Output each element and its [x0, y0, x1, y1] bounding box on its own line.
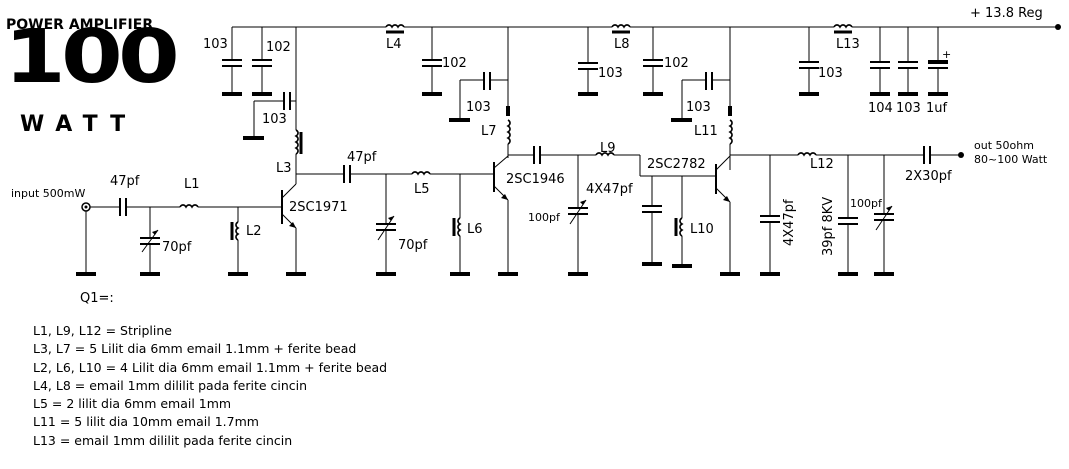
note-line: L13 = email 1mm dililit pada ferite cinc… [33, 432, 293, 448]
label-l7: L7 [481, 124, 497, 139]
bypass-cap-103-f [799, 27, 819, 96]
interstage-2 [508, 146, 716, 276]
label-t3: 2SC2782 [647, 157, 706, 172]
note-line: L2, L6, L10 = 4 Lilit dia 6mm email 1.1m… [33, 359, 388, 375]
label-l1: L1 [184, 177, 200, 192]
note-line: L5 = 2 lilit dia 6mm email 1mm [33, 396, 232, 412]
label-c-trim-2: 70pf [398, 238, 428, 253]
inductor-l1 [179, 204, 282, 209]
label-c-2x30: 2X30pf [905, 169, 952, 184]
label-l13: L13 [836, 37, 860, 52]
input-trimmer-cap [140, 207, 160, 276]
diagram-title: POWER AMPLIFIER [6, 17, 154, 33]
bypass-cap-103-d [578, 27, 598, 96]
label-c-coupling-2: 47pf [347, 150, 377, 165]
label-c-1uf: 1uf [926, 101, 948, 116]
coil-notes: L1, L9, L12 = Stripline L3, L7 = 5 Lilit… [33, 322, 387, 450]
output-label-1: out 50ohm [974, 139, 1034, 152]
label-c-102-a: 102 [266, 40, 291, 55]
interstage-1 [296, 165, 494, 276]
bypass-cap-102-b [422, 27, 442, 96]
label-c-4x47-a: 4X47pf [586, 182, 633, 197]
transistor-2sc1971 [281, 172, 306, 276]
note-line: L3, L7 = 5 Lilit dia 6mm email 1.1mm + f… [33, 341, 357, 357]
filter-cap-electrolytic: + [928, 27, 951, 96]
bypass-cap-102-a [252, 27, 272, 96]
label-l4: L4 [386, 37, 402, 52]
label-c-in-trim: 70pf [162, 240, 192, 255]
stage1-collector-feed [243, 27, 303, 172]
filter-cap-104 [870, 27, 890, 96]
transistor-2sc2782 [715, 155, 740, 276]
label-t1: 2SC1971 [289, 200, 348, 215]
label-l3: L3 [276, 161, 292, 176]
choke-l4 [385, 24, 405, 34]
input-terminal [76, 202, 120, 276]
label-l11: L11 [694, 124, 718, 139]
bypass-cap-103-a [222, 27, 242, 96]
label-c-103-b: 103 [262, 112, 287, 127]
label-c-in-series: 47pf [110, 174, 140, 189]
svg-text:+: + [942, 48, 951, 61]
input-label: input 500mW [11, 187, 86, 200]
label-l9: L9 [600, 141, 616, 156]
label-l5: L5 [414, 182, 430, 197]
note-line: L4, L8 = email 1mm dililit pada ferite c… [33, 377, 308, 393]
label-c-103-e: 103 [686, 100, 711, 115]
label-c-39-8kv: 39pf 8KV [821, 197, 836, 256]
label-c-102-b: 102 [442, 56, 467, 71]
choke-l13 [833, 24, 853, 34]
stage2-collector-feed [449, 27, 511, 158]
label-t2: 2SC1946 [506, 172, 565, 187]
label-l12: L12 [810, 157, 834, 172]
note-line: L1, L9, L12 = Stripline [33, 323, 172, 338]
input-series-cap [119, 198, 180, 216]
label-c-103-f: 103 [818, 66, 843, 81]
label-c-100-a: 100pf [528, 211, 561, 224]
stage3-collector-feed [671, 27, 733, 170]
label-l10: L10 [690, 222, 714, 237]
filter-cap-103-g [898, 27, 918, 96]
power-rating-number: 100 [4, 14, 180, 100]
note-line: L11 = 5 lilit dia 10mm email 1.7mm [33, 414, 259, 430]
label-c-4x47-b: 4X47pf [782, 199, 797, 246]
label-c-100-b: 100pf [850, 197, 883, 210]
label-c-104: 104 [868, 101, 893, 116]
choke-l8 [611, 24, 631, 34]
label-c-103-d: 103 [598, 66, 623, 81]
transistor-2sc1946 [493, 155, 518, 276]
inductor-l2 [228, 207, 248, 276]
label-l8: L8 [614, 37, 630, 52]
q1-label: Q1=: [80, 291, 114, 306]
label-c-103-c: 103 [466, 100, 491, 115]
supply-label: + 13.8 Reg [970, 6, 1043, 21]
label-c-103-g: 103 [896, 101, 921, 116]
label-c-102-c: 102 [664, 56, 689, 71]
power-rating-unit: WATT [20, 112, 138, 137]
output-label-2: 80~100 Watt [974, 153, 1048, 166]
bypass-cap-102-c [643, 27, 663, 96]
label-c-103-a: 103 [203, 37, 228, 52]
label-l2: L2 [246, 224, 262, 239]
supply-rail [232, 24, 1061, 30]
output-network [730, 146, 964, 276]
label-l6: L6 [467, 222, 483, 237]
